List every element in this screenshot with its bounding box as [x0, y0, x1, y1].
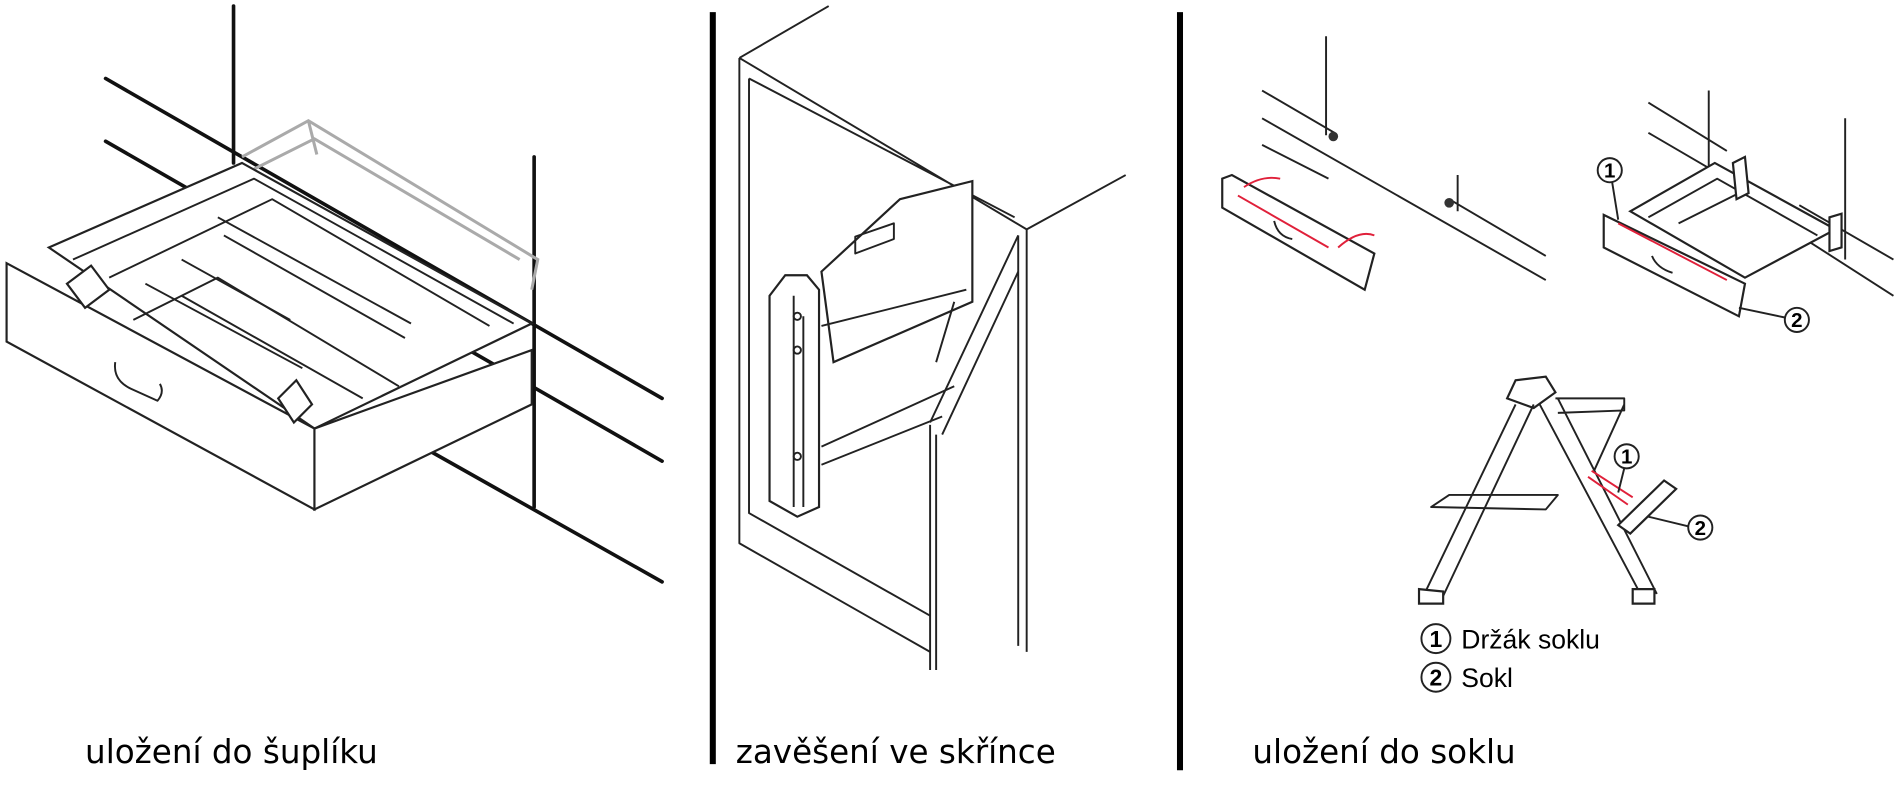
- plinth-drawer: [1602, 155, 1843, 318]
- caption-plinth: uložení do soklu: [1252, 733, 1515, 771]
- legend: 1 Držák soklu 2 Sokl: [1420, 623, 1600, 693]
- step-ladder: [1417, 375, 1678, 605]
- caption-cabinet: zavěšení ve skřínce: [736, 733, 1056, 771]
- callout-2-ladder: 2: [1648, 514, 1714, 541]
- plinth-board: [1221, 173, 1376, 292]
- svg-text:1: 1: [1430, 626, 1443, 652]
- ghost-drawer-frame: [241, 118, 540, 291]
- svg-text:1: 1: [1604, 159, 1615, 182]
- panel-plinth: 1 2 1 2 1 Držák soklu: [1221, 36, 1894, 693]
- panel-drawer: [5, 4, 664, 584]
- panel-cabinet: [738, 5, 1127, 671]
- caption-drawer: uložení do šuplíku: [85, 733, 378, 771]
- legend-item: 2 Sokl: [1420, 661, 1513, 693]
- callout-1-top: 1: [1596, 157, 1623, 220]
- svg-text:Držák soklu: Držák soklu: [1461, 624, 1600, 654]
- svg-text:1: 1: [1621, 446, 1632, 469]
- handle-icon: [113, 362, 163, 402]
- callout-1-ladder: 1: [1613, 443, 1640, 493]
- drawer: [5, 161, 535, 512]
- legend-item: 1 Držák soklu: [1420, 623, 1600, 654]
- svg-text:2: 2: [1430, 665, 1443, 691]
- svg-text:2: 2: [1791, 309, 1802, 332]
- svg-text:Sokl: Sokl: [1461, 663, 1513, 693]
- svg-text:2: 2: [1695, 517, 1706, 540]
- callout-2-top: 2: [1738, 306, 1810, 333]
